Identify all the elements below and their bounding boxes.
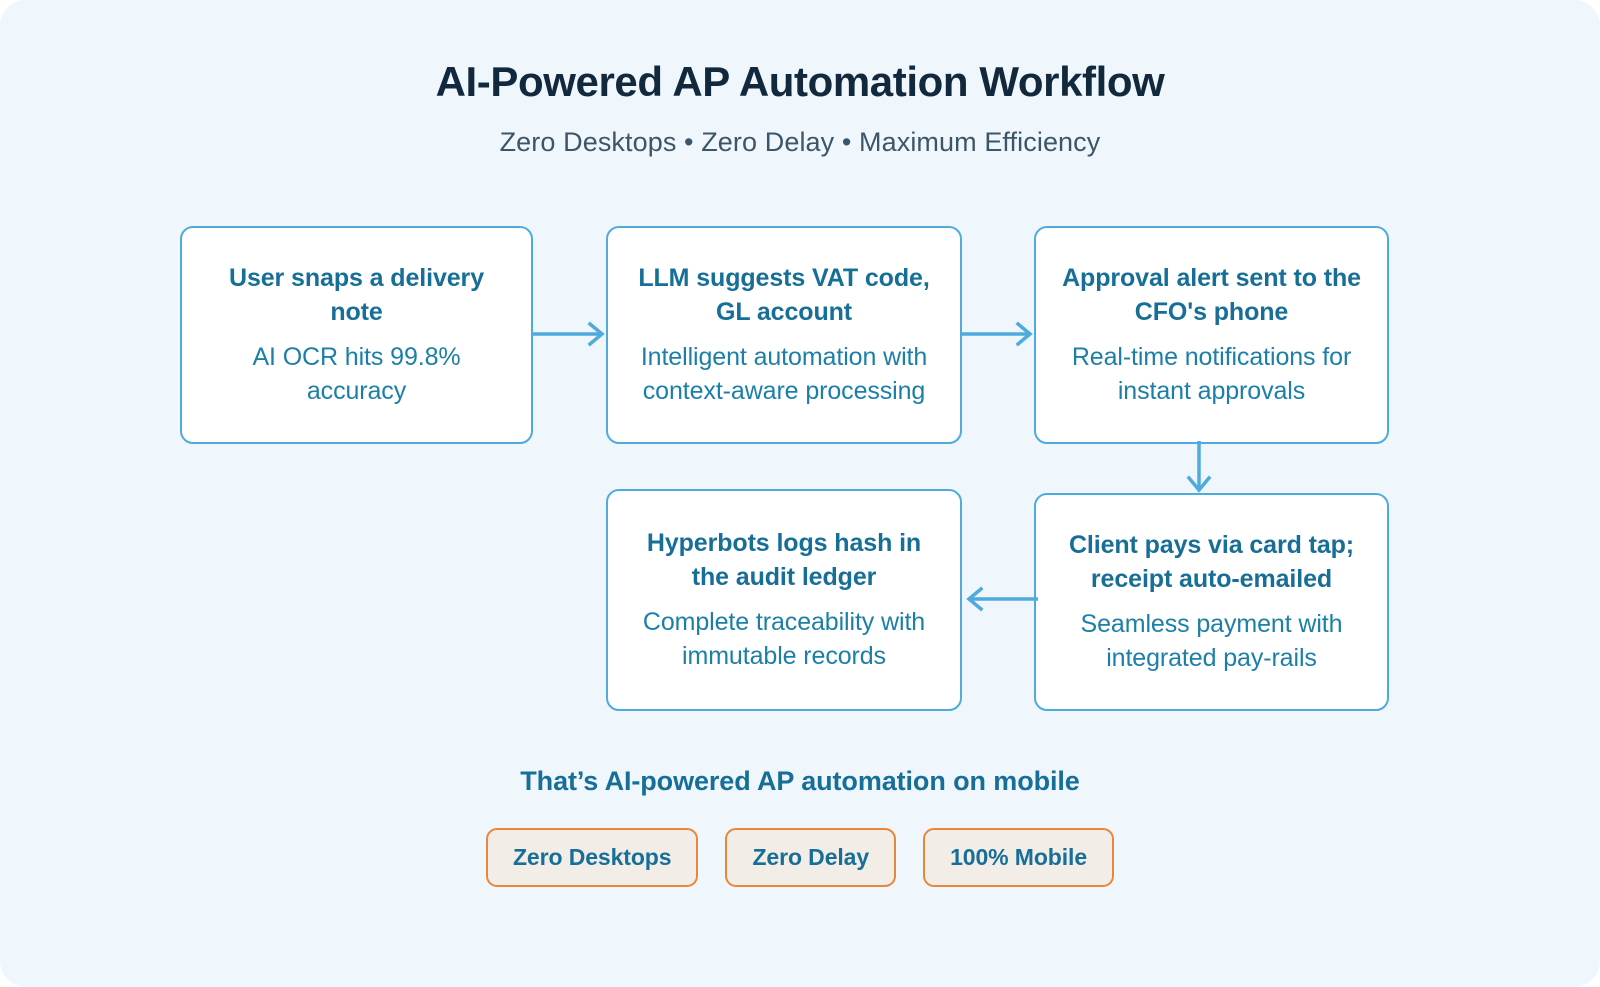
flow-card-description: Seamless payment with integrated pay-rai… — [1080, 609, 1343, 672]
footer-caption: That’s AI-powered AP automation on mobil… — [520, 766, 1080, 796]
page-title: AI-Powered AP Automation Workflow — [435, 58, 1165, 105]
badge-zero-delay[interactable]: Zero Delay — [725, 828, 897, 887]
flow-card-user-snaps-delivery-note[interactable]: User snaps a delivery note AI OCR hits 9… — [180, 226, 533, 444]
flow-card-title: LLM suggests VAT code, GL account — [638, 264, 930, 326]
arrow-right-icon — [533, 321, 609, 347]
flow-card-approval-alert-cfo[interactable]: Approval alert sent to the CFO's phone R… — [1034, 226, 1389, 444]
flow-card-description: AI OCR hits 99.8% accuracy — [252, 342, 461, 405]
arrow-right-icon — [962, 321, 1037, 347]
flow-card-client-pays-card-tap[interactable]: Client pays via card tap; receipt auto-e… — [1034, 493, 1389, 711]
arrow-down-icon — [1186, 441, 1212, 497]
flow-card-description: Real-time notifications for instant appr… — [1071, 342, 1352, 405]
badge-zero-desktops[interactable]: Zero Desktops — [485, 828, 699, 887]
flow-card-description: Intelligent automation with context-awar… — [640, 342, 928, 405]
flow-card-title: Hyperbots logs hash in the audit ledger — [646, 529, 922, 591]
flow-card-title: Client pays via card tap; receipt auto-e… — [1068, 531, 1355, 593]
footer: That’s AI-powered AP automation on mobil… — [0, 766, 1600, 887]
header: AI-Powered AP Automation Workflow Zero D… — [0, 58, 1600, 158]
badge-100-percent-mobile[interactable]: 100% Mobile — [923, 828, 1115, 887]
flow-card-description: Complete traceability with immutable rec… — [642, 607, 926, 670]
badge-row: Zero Desktops Zero Delay 100% Mobile — [0, 828, 1600, 887]
flow-card-title: Approval alert sent to the CFO's phone — [1062, 264, 1361, 326]
arrow-left-icon — [962, 586, 1038, 612]
flow-card-llm-suggests-vat-code[interactable]: LLM suggests VAT code, GL account Intell… — [606, 226, 962, 444]
flow-card-hyperbots-logs-hash[interactable]: Hyperbots logs hash in the audit ledger … — [606, 489, 962, 711]
flow-card-title: User snaps a delivery note — [229, 264, 484, 326]
page-subtitle: Zero Desktops • Zero Delay • Maximum Eff… — [499, 126, 1101, 157]
